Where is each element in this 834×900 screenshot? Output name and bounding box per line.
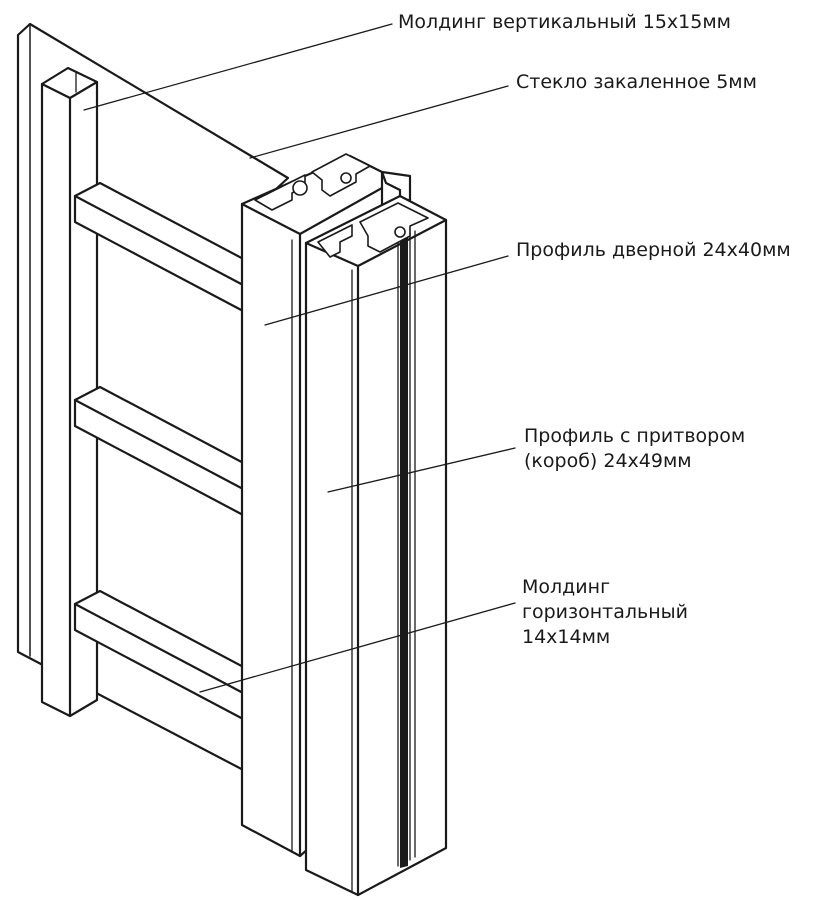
label-frame-profile-line-2: (короб) 24х49мм [524, 450, 692, 472]
leader-glass [249, 85, 509, 159]
label-door-profile: Профиль дверной 24х40мм [516, 239, 791, 261]
label-molding-horizontal: Молдинг горизонтальный 14х14мм [522, 575, 688, 650]
label-molding-horizontal-line-1: Молдинг [522, 576, 611, 598]
label-molding-horizontal-line-2: горизонтальный [522, 601, 688, 623]
frame-profile [304, 170, 448, 897]
vertical-molding [40, 66, 99, 718]
leader-door-profile [264, 255, 509, 326]
label-molding-vertical: Молдинг вертикальный 15х15мм [398, 11, 731, 33]
leader-molding-horizontal [199, 602, 516, 693]
label-frame-profile: Профиль с притвором (короб) 24х49мм [524, 424, 745, 474]
callout-leader-lines [83, 23, 516, 693]
leader-molding-vertical [83, 23, 393, 111]
label-molding-horizontal-line-3: 14х14мм [522, 626, 611, 648]
label-tempered-glass: Стекло закаленное 5мм [516, 71, 757, 93]
leader-frame-profile [327, 447, 516, 493]
label-frame-profile-line-1: Профиль с притвором [524, 425, 746, 447]
